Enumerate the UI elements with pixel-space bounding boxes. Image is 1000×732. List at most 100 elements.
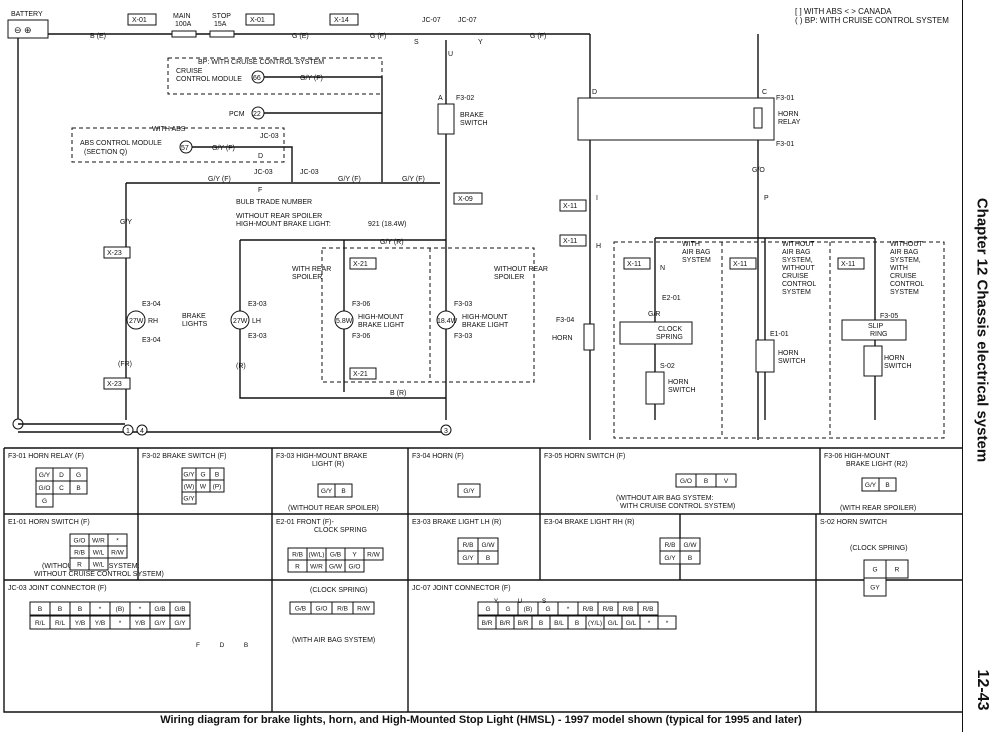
pin-label-jc07a: G: [545, 606, 550, 613]
connector-x21-a-label: X-21: [353, 261, 368, 268]
connector-x21-b: [349, 367, 377, 380]
pin-label-jc07b: B/L: [554, 620, 564, 627]
hmsl-bulb-label: HIGH-MOUNT BRAKE LIGHT:: [236, 221, 331, 228]
pin-label-s02: G: [872, 567, 877, 574]
pin-label-e201a: (W/L): [309, 552, 325, 559]
pin-label-jc07b: B: [539, 620, 543, 627]
horn-switch-c-2: SWITCH: [884, 363, 912, 370]
wire-brake-lh: [239, 240, 446, 399]
spoiler-label: SPOILER: [292, 274, 322, 281]
pin-label-jc07a: R/B: [623, 606, 634, 613]
jc07-pin-u: U: [448, 51, 453, 58]
pin-label-e201a: R/W: [367, 552, 381, 559]
pin-label-e201b: G/O: [316, 606, 328, 613]
pin-label-f302: G: [200, 472, 205, 479]
pin-label-jc03b: G/Y: [154, 620, 166, 627]
connector-x01-b-label: X-01: [250, 17, 265, 24]
connector-x23-b-label: X-23: [107, 381, 122, 388]
x11-pin-i: I: [596, 195, 598, 202]
pin-label-jc03a: B: [78, 606, 82, 613]
cruise-module-label-2: CONTROL MODULE: [176, 76, 242, 83]
wo-ab2-7: SYSTEM: [890, 289, 919, 296]
horn-relay-conn-b: F3-01: [776, 141, 794, 148]
connector-x01-b: [245, 13, 275, 26]
pin-cell-jc03b: [169, 615, 191, 630]
hmsl-spoiler-conn-b: F3-06: [352, 333, 370, 340]
pin-cell-e101: [88, 557, 109, 571]
hmsl-spoiler-bulb-icon: [334, 310, 354, 330]
hmsl-bulb-value: 921 (18.4W): [368, 221, 407, 228]
wo-ab-4: WITHOUT: [782, 265, 815, 272]
wire-label-gy-f-1: G/Y (F): [208, 176, 231, 183]
pin-label-f302: W: [200, 484, 207, 491]
connector-x11-e: [837, 257, 865, 270]
hmsl-bulb-icon: [436, 310, 456, 330]
wire-label-fr: (FR): [118, 361, 132, 368]
wo-ab2-3: SYSTEM,: [890, 257, 921, 264]
wire-label-cruise: G/Y (F): [300, 75, 323, 82]
hmsl-label-1: HIGH-MOUNT: [462, 314, 508, 321]
pin-label-e201b: G/B: [295, 606, 306, 613]
pin-cell-s02: [863, 577, 887, 597]
pin-label-jc07b: *: [666, 620, 669, 627]
pin-cell-f305: [715, 473, 737, 488]
wo-ab-5: CRUISE: [782, 273, 809, 280]
wo-ab2-4: WITH: [890, 265, 908, 272]
brake-switch-label-1: BRAKE: [460, 112, 484, 119]
wire-label-g-f-right: G (F): [530, 33, 546, 40]
pin-label-s02: R: [895, 567, 900, 574]
bulb-lh-side: LH: [252, 318, 261, 325]
wire-label-b-r: B (R): [390, 390, 406, 397]
ground-num-4: 4: [140, 428, 144, 435]
connector-x23-b: [103, 377, 131, 390]
brake-switch-pin-a: A: [438, 95, 443, 102]
horn-switch-a-1: HORN: [668, 379, 689, 386]
connector-x11-b-label: X-11: [563, 238, 577, 245]
horn-switch-conn-e101: E1-01: [770, 331, 789, 338]
bulb-trade-number: BULB TRADE NUMBER: [236, 199, 312, 206]
slip-ring-conn: F3-05: [880, 313, 898, 320]
jc07-label-b: JC-07: [458, 17, 477, 24]
pin-label-s02: GY: [870, 585, 880, 592]
cell-f303-title-2: LIGHT (R): [312, 461, 344, 468]
clock-spring-box: [619, 321, 693, 345]
bulb-lh-conn-a: E3-03: [248, 301, 267, 308]
horn-switch-c-1: HORN: [884, 355, 905, 362]
wire-label-gr: G/R: [648, 311, 660, 318]
pin-label-f302: G/Y: [183, 472, 195, 479]
ground-num-3: 3: [444, 428, 448, 435]
pin-label-jc07b: *: [648, 620, 651, 627]
connector-x11-d: [729, 257, 757, 270]
bulb-rh-side: RH: [148, 318, 158, 325]
page-number: 12-43: [974, 669, 991, 711]
pin-label-f305: V: [724, 478, 729, 485]
fuse-stop-icon: [209, 30, 235, 38]
wire-label-g-e: G (E): [292, 33, 309, 40]
jc07-label-a: JC-07: [422, 17, 441, 24]
x11-pin-p: P: [764, 195, 769, 202]
pin-label-jc07c: Y: [494, 598, 499, 605]
bulb-rh-icon: [126, 310, 146, 330]
jc03-pin-d: D: [258, 153, 263, 160]
jc07-pin-s: S: [414, 39, 419, 46]
pin-label-e303: B: [486, 555, 490, 562]
cell-e304-title: E3-04 BRAKE LIGHT RH (R): [544, 519, 635, 526]
pin-label-jc03b: Y/B: [95, 620, 105, 627]
ground-point-4: [136, 424, 148, 436]
pin-cell-f301: [69, 480, 88, 495]
pin-label-jc07c: U: [518, 598, 523, 605]
cell-e101-title: E1-01 HORN SWITCH (F): [8, 519, 90, 526]
pin-label-e201b: R/B: [337, 606, 348, 613]
pin-label-jc07b: G/L: [626, 620, 637, 627]
pin-label-e304: B: [688, 555, 692, 562]
horn-relay-label-2: RELAY: [778, 119, 801, 126]
fuse-stop-amp: 15A: [214, 21, 227, 28]
pin-label-e101: W/R: [92, 538, 105, 545]
cell-f306-title: F3-06 HIGH-MOUNT: [824, 453, 890, 460]
cell-e201-title: E2-01 FRONT (F)-: [276, 519, 334, 526]
ab-with-2: AIR BAG: [682, 249, 710, 256]
hmsl-spoiler-label-2: BRAKE LIGHT: [358, 322, 405, 329]
jc03-pin-f: F: [258, 187, 262, 194]
connector-x01-a: [127, 13, 157, 26]
wire-cruise: [264, 76, 383, 182]
